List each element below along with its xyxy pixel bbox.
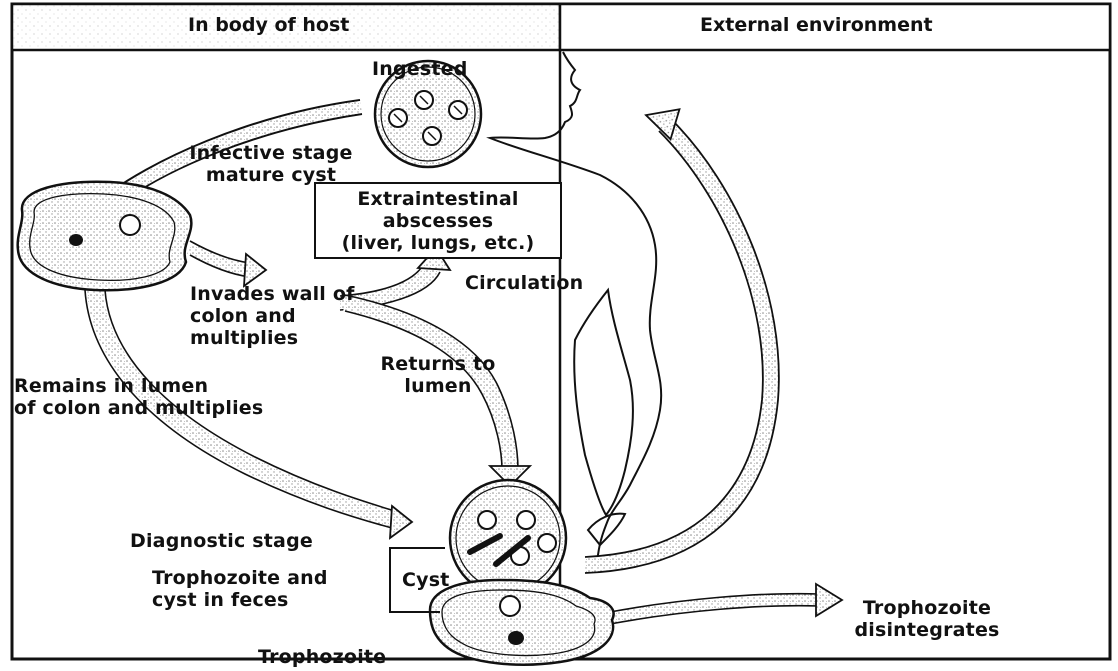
thigh-outline [574, 290, 633, 515]
label-extraintestinal: Extraintestinal abscesses (liver, lungs,… [315, 188, 561, 254]
trophozoite-feces [430, 580, 614, 665]
label-trophozoite: Trophozoite [258, 646, 386, 668]
label-trophozoite-and-cyst: Trophozoite and cyst in feces [152, 567, 328, 611]
label-trophozoite-disintegrates: Trophozoite disintegrates [842, 597, 1012, 641]
label-remains-in-lumen: Remains in lumen of colon and multiplies [14, 375, 263, 419]
label-diagnostic-stage: Diagnostic stage [130, 530, 313, 552]
trophozoite-colon [18, 182, 192, 291]
label-invades-wall: Invades wall of colon and multiplies [190, 283, 355, 349]
label-circulation: Circulation [465, 272, 583, 294]
label-cyst: Cyst [402, 569, 450, 591]
diagnostic-cyst [450, 480, 566, 596]
label-returns-to-lumen: Returns to lumen [378, 353, 498, 397]
arrow-reinfection [585, 125, 771, 565]
arrow-disintegrates [610, 600, 820, 618]
header-external: External environment [700, 14, 933, 36]
header-host: In body of host [188, 14, 349, 36]
label-infective-stage: Infective stage mature cyst [175, 142, 367, 186]
buttock-tip [588, 514, 625, 545]
label-ingested: Ingested [372, 58, 468, 80]
